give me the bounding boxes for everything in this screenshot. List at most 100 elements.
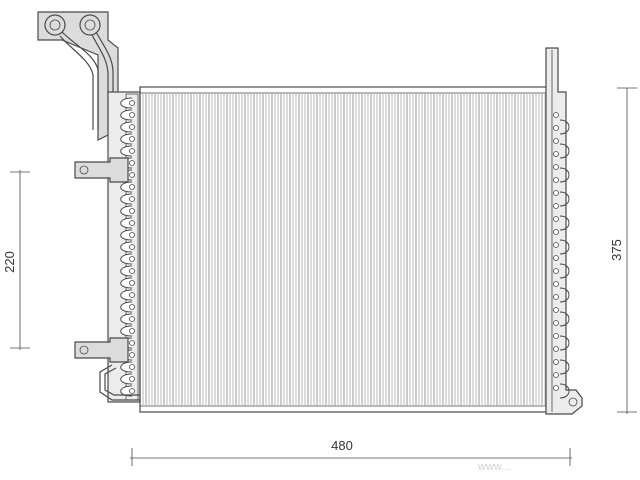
rivet: [553, 138, 559, 144]
tube-loop: [120, 241, 133, 253]
rivet: [553, 255, 559, 261]
right-tube-loops: [559, 119, 570, 399]
rivet: [553, 268, 559, 274]
tube-end: [129, 232, 135, 238]
tube-loop: [120, 361, 133, 373]
tube-loop: [120, 301, 133, 313]
tube-end: [129, 256, 135, 262]
tube-loop: [120, 193, 133, 205]
tube-end: [129, 136, 135, 142]
rivet: [553, 320, 559, 326]
tube-loop: [120, 325, 133, 337]
tube-end: [129, 280, 135, 286]
tube-loop: [559, 311, 570, 327]
rivet: [553, 190, 559, 196]
tube-loop: [120, 373, 133, 385]
dimension-220-label: 220: [2, 251, 17, 273]
rivet: [553, 242, 559, 248]
tube-end: [129, 340, 135, 346]
rivet: [553, 151, 559, 157]
rivet: [553, 307, 559, 313]
rivet: [553, 229, 559, 235]
rivet: [553, 164, 559, 170]
left-bracket-bottom: [74, 337, 129, 363]
tube-end: [129, 364, 135, 370]
dimension-480-label: 480: [331, 438, 353, 453]
tube-loop: [120, 253, 133, 265]
tube-loop: [120, 265, 133, 277]
core-fins: [142, 94, 546, 405]
tube-loop: [120, 385, 133, 397]
tube-loop: [559, 215, 570, 231]
rivet: [553, 203, 559, 209]
lower-pipe-inner: [104, 367, 140, 396]
rivet: [553, 112, 559, 118]
rivet: [553, 372, 559, 378]
tube-loop: [559, 383, 570, 399]
tube-loop: [120, 205, 133, 217]
rivet: [553, 177, 559, 183]
tube-loop: [120, 217, 133, 229]
rivet: [553, 216, 559, 222]
rivet: [553, 125, 559, 131]
tube-end: [129, 160, 135, 166]
tube-loop: [120, 277, 133, 289]
tube-end: [129, 304, 135, 310]
tube-loop: [120, 97, 133, 109]
dimension-375-label: 375: [609, 239, 624, 261]
tube-end: [129, 328, 135, 334]
tube-end: [129, 244, 135, 250]
right-header-tank: [545, 47, 583, 415]
tube-end: [129, 148, 135, 154]
tube-loop: [120, 181, 133, 193]
tube-end: [129, 184, 135, 190]
rivet: [553, 333, 559, 339]
left-tube-loops: [120, 97, 135, 397]
tube-end: [129, 112, 135, 118]
tube-loop: [120, 145, 133, 157]
tube-loop: [559, 167, 570, 183]
tube-end: [129, 292, 135, 298]
tube-end: [129, 388, 135, 394]
dimension-375: 375: [609, 87, 637, 414]
tube-end: [129, 124, 135, 130]
tube-end: [129, 208, 135, 214]
dimension-480: 480: [130, 438, 572, 466]
tube-loop: [559, 335, 570, 351]
lower-pipe: [99, 364, 140, 401]
rivet: [553, 385, 559, 391]
left-bracket-top: [74, 157, 129, 183]
pipe-bracket: [37, 11, 119, 141]
tube-loop: [559, 263, 570, 279]
tube-end: [129, 100, 135, 106]
tube-end: [129, 316, 135, 322]
tube-end: [129, 172, 135, 178]
tube-loop: [559, 191, 570, 207]
rivet: [553, 346, 559, 352]
tube-loop: [559, 287, 570, 303]
tube-loop: [120, 313, 133, 325]
tube-end: [129, 352, 135, 358]
tube-end: [129, 376, 135, 382]
tube-loop: [559, 359, 570, 375]
rivet: [553, 294, 559, 300]
dimension-220: 220: [2, 170, 30, 350]
tube-loop: [120, 133, 133, 145]
right-tank-rivets: [553, 112, 559, 391]
tube-end: [129, 268, 135, 274]
rivet: [553, 281, 559, 287]
condenser-core: [139, 86, 549, 413]
tube-end: [129, 220, 135, 226]
tube-loop: [120, 229, 133, 241]
tube-loop: [120, 289, 133, 301]
tube-end: [129, 196, 135, 202]
tube-loop: [559, 119, 570, 135]
tube-loop: [120, 121, 133, 133]
rivet: [553, 359, 559, 365]
tube-loop: [559, 239, 570, 255]
watermark: www...: [477, 461, 510, 473]
tube-loop: [120, 109, 133, 121]
tube-loop: [559, 143, 570, 159]
